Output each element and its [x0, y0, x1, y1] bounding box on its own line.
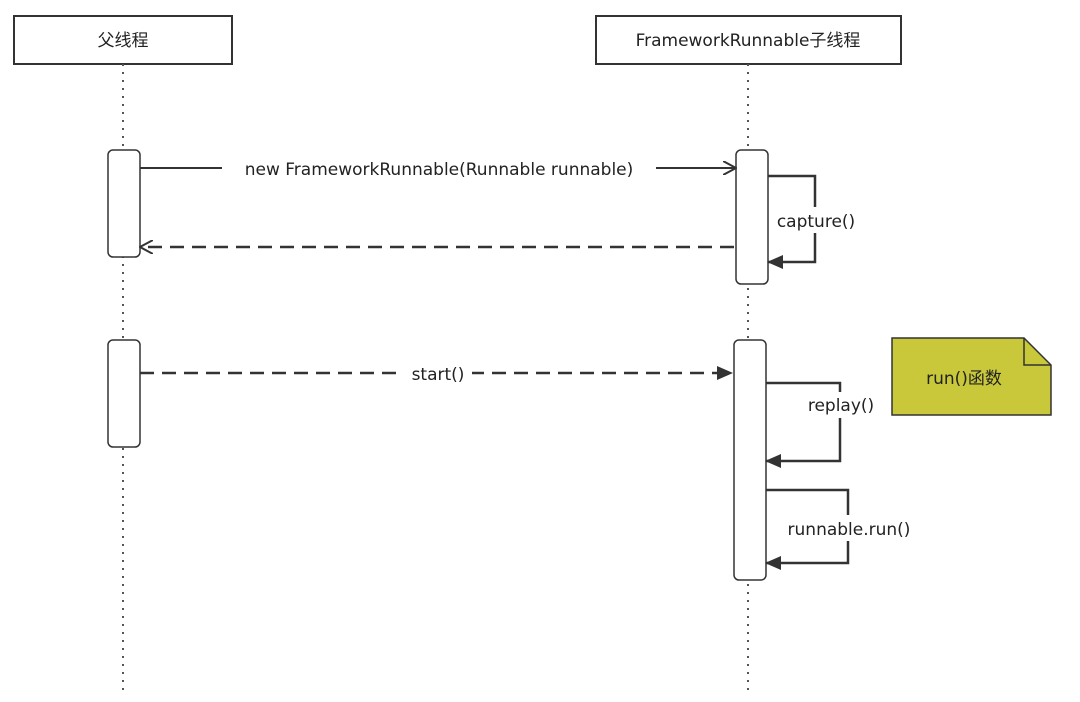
participant-parent: 父线程 [13, 15, 233, 65]
message-run: runnable.run() [765, 488, 918, 570]
message-run-label: runnable.run() [788, 520, 911, 540]
message-capture: capture() [767, 174, 860, 269]
note-run-function: run()函数 [891, 337, 1052, 416]
activation-child-2 [733, 339, 767, 581]
message-replay: replay() [765, 381, 880, 468]
participant-child-label: FrameworkRunnable子线程 [636, 31, 861, 51]
participant-parent-label: 父线程 [98, 31, 149, 51]
message-start: start() [140, 360, 733, 386]
message-start-label: start() [412, 365, 465, 385]
activation-parent-2 [107, 339, 141, 448]
activation-parent-1 [107, 149, 141, 258]
message-replay-label: replay() [808, 396, 874, 416]
activation-child-1 [735, 149, 769, 285]
message-create-label: new FrameworkRunnable(Runnable runnable) [245, 160, 634, 180]
message-create: new FrameworkRunnable(Runnable runnable) [140, 155, 736, 181]
participant-child: FrameworkRunnable子线程 [595, 15, 902, 65]
message-capture-label: capture() [777, 212, 855, 232]
note-label: run()函数 [926, 369, 1002, 389]
